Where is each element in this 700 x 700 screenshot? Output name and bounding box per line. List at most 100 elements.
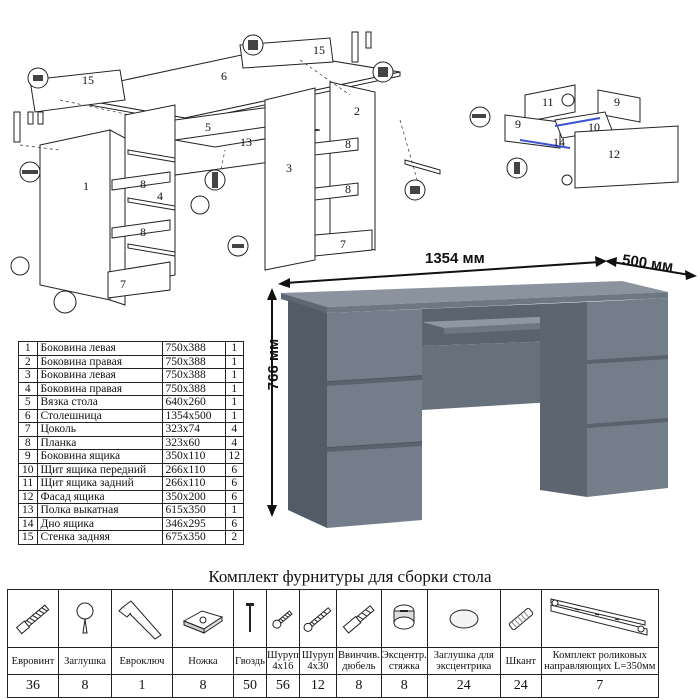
hardware-name: Шкант — [499, 647, 542, 675]
label-8d: 8 — [345, 182, 351, 196]
hardware-name: Заглушка — [58, 647, 112, 675]
part-size: 323х60 — [161, 435, 226, 450]
hardware-qty: 50 — [233, 674, 267, 698]
part-qty: 12 — [224, 449, 244, 464]
label-15a: 15 — [82, 73, 94, 87]
hardware-name: Евровинт — [7, 647, 59, 675]
cam-cap-icon — [426, 589, 501, 648]
part-size: 350х200 — [161, 489, 226, 504]
label-1: 1 — [83, 179, 89, 193]
part-qty: 1 — [224, 354, 244, 369]
drawer-side-left — [504, 114, 561, 149]
screw-short-icon — [266, 589, 300, 648]
part-qty: 4 — [224, 435, 244, 450]
part-size: 750х388 — [161, 368, 226, 383]
hardware-qty: 7 — [540, 674, 659, 698]
part-name: Стенка задняя — [36, 530, 163, 545]
label-8a: 8 — [140, 177, 146, 191]
part-size: 323х74 — [161, 422, 226, 437]
part-num: 12 — [18, 489, 38, 504]
hardware-name: Евроключ — [111, 647, 173, 675]
plug-icon — [58, 589, 112, 648]
dowel-icon — [335, 589, 382, 648]
part-name: Полка выкатная — [36, 503, 163, 518]
label-13: 13 — [240, 135, 252, 149]
label-5: 5 — [205, 120, 211, 134]
part-name: Планка — [36, 435, 163, 450]
hardware-qty: 36 — [7, 674, 59, 698]
part-num: 10 — [18, 462, 38, 477]
part-num: 8 — [18, 435, 38, 450]
eurobolt-icon — [7, 589, 59, 648]
hardware-name: Заглушка для эксцентрика — [426, 647, 501, 675]
label-9b: 9 — [515, 117, 521, 131]
part-size: 675х350 — [161, 530, 226, 545]
hardware-name: Комплект роликовых направляющих L=350мм — [540, 647, 659, 675]
part-size: 350х110 — [161, 449, 226, 464]
label-8b: 8 — [140, 225, 146, 239]
part-num: 9 — [18, 449, 38, 464]
hardware-qty: 56 — [266, 674, 300, 698]
part-name: Цоколь — [36, 422, 163, 437]
part-size: 750х388 — [161, 341, 226, 356]
part-size: 640х260 — [161, 395, 226, 410]
right-inner-panel — [264, 87, 316, 271]
hardware-qty: 8 — [380, 674, 428, 698]
part-qty: 1 — [224, 341, 244, 356]
drawer-side-right — [597, 89, 641, 123]
assembled-desk — [267, 256, 697, 528]
label-12: 12 — [608, 147, 620, 161]
height-dimension: 766 мм — [265, 338, 283, 391]
part-name: Боковина левая — [36, 341, 163, 356]
part-qty: 1 — [224, 368, 244, 383]
screw-long-icon — [298, 589, 337, 648]
label-2: 2 — [354, 104, 360, 118]
part-qty: 6 — [224, 516, 244, 531]
hardware-name: Ножка — [172, 647, 234, 675]
part-qty: 6 — [224, 462, 244, 477]
hardware-qty: 24 — [499, 674, 542, 698]
part-size: 750х388 — [161, 354, 226, 369]
part-size: 346х295 — [161, 516, 226, 531]
hardware-qty: 8 — [58, 674, 112, 698]
drawer-back — [524, 84, 576, 123]
part-num: 6 — [18, 408, 38, 423]
hardware-name: Шуруп 4х16 — [266, 647, 300, 675]
hex-key-icon — [111, 589, 173, 648]
label-6: 6 — [221, 69, 227, 83]
part-size: 266х110 — [161, 476, 226, 491]
label-11: 11 — [542, 95, 554, 109]
part-num: 1 — [18, 341, 38, 356]
hardware-qty: 24 — [426, 674, 501, 698]
part-qty: 1 — [224, 408, 244, 423]
hardware-name: Гвоздь — [233, 647, 267, 675]
part-num: 4 — [18, 381, 38, 396]
part-name: Щит ящика передний — [36, 462, 163, 477]
part-name: Щит ящика задний — [36, 476, 163, 491]
hardware-name: Шуруп 4х30 — [298, 647, 337, 675]
part-num: 5 — [18, 395, 38, 410]
part-num: 14 — [18, 516, 38, 531]
label-7b: 7 — [340, 237, 346, 251]
part-name: Фасад ящика — [36, 489, 163, 504]
desk-exploded-diagram: 1 2 3 4 5 6 7 7 8 8 8 8 13 15 15 — [10, 31, 441, 314]
part-name: Вязка стола — [36, 395, 163, 410]
part-size: 266х110 — [161, 462, 226, 477]
label-15b: 15 — [313, 43, 325, 57]
label-14: 14 — [553, 135, 565, 149]
part-name: Боковина левая — [36, 368, 163, 383]
part-qty: 1 — [224, 395, 244, 410]
hardware-qty: 1 — [111, 674, 173, 698]
